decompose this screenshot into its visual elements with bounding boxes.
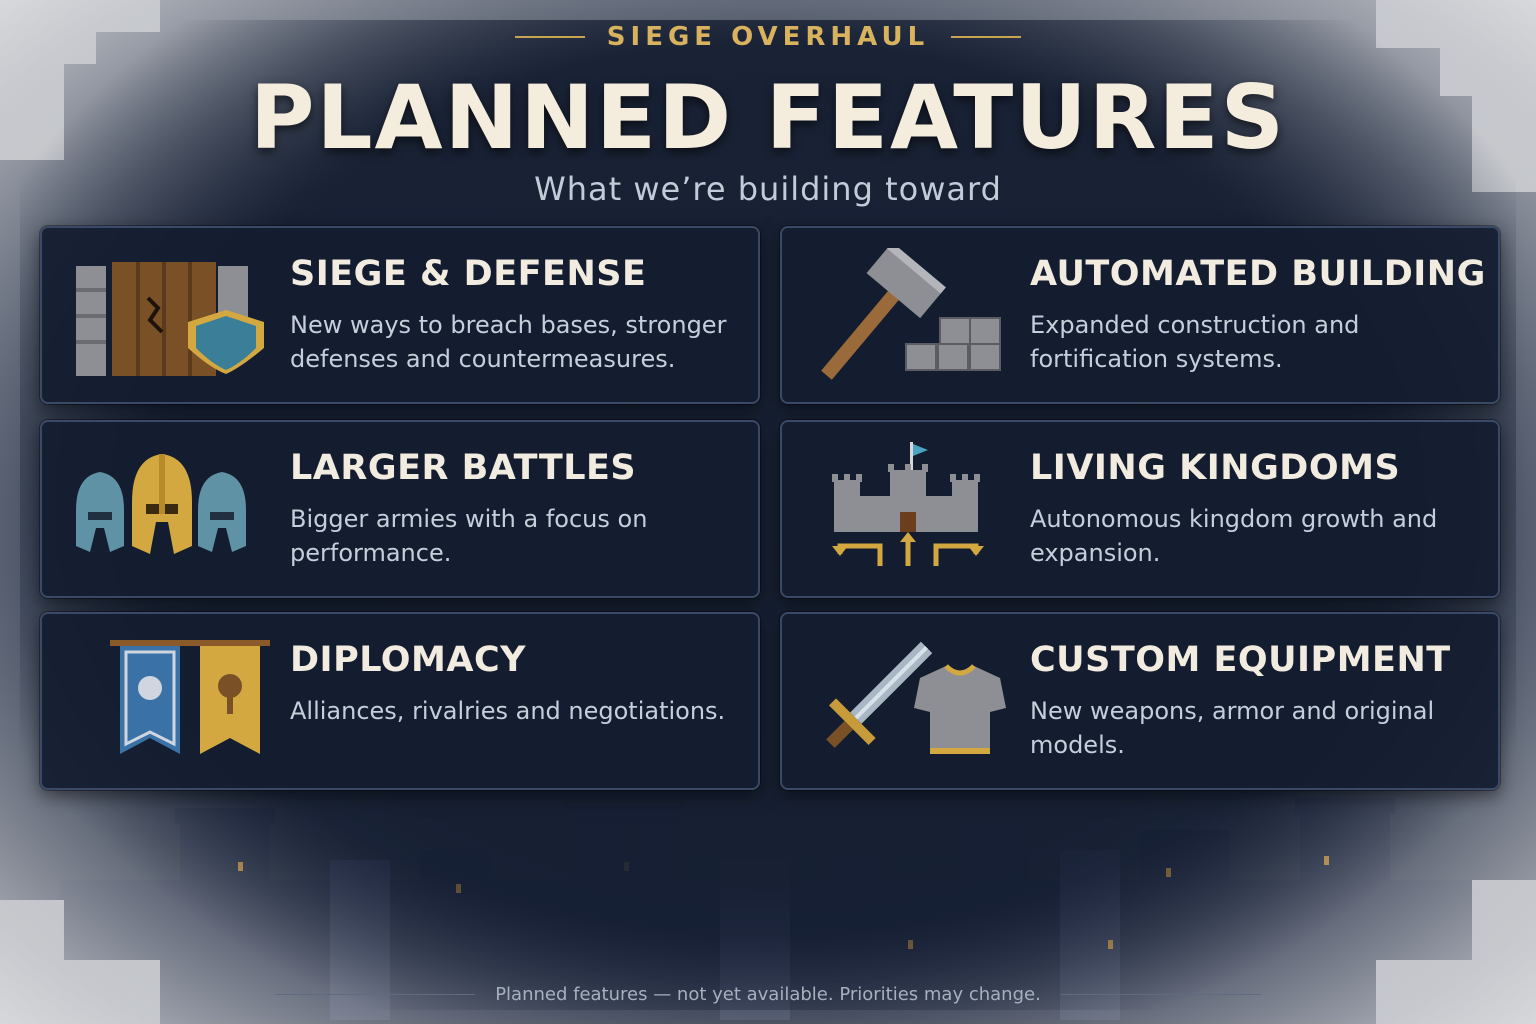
- header: SIEGE OVERHAUL PLANNED FEATURES What we’…: [0, 0, 1536, 220]
- gate-shield-icon: [76, 262, 264, 376]
- feature-description: New weapons, armor and original models.: [1030, 697, 1435, 759]
- sword-armor-icon: [826, 641, 1006, 754]
- feature-card-siege-defense: SIEGE & DEFENSE New ways to breach bases…: [40, 226, 760, 404]
- eyebrow-row: SIEGE OVERHAUL: [0, 22, 1536, 52]
- footer-note: Planned features — not yet available. Pr…: [495, 983, 1041, 1005]
- eyebrow-label: SIEGE OVERHAUL: [606, 22, 930, 52]
- banners-icon: [110, 640, 270, 754]
- eyebrow-divider-left: [514, 36, 585, 38]
- feature-description: New ways to breach bases, stronger defen…: [290, 311, 727, 373]
- hammer-blocks-icon: [821, 248, 1001, 380]
- feature-card-living-kingdoms: LIVING KINGDOMS Autonomous kingdom growt…: [780, 420, 1500, 598]
- helmets-icon: [76, 454, 246, 554]
- feature-card-larger-battles: LARGER BATTLES Bigger armies with a focu…: [40, 420, 760, 598]
- feature-description: Expanded construction and fortification …: [1030, 311, 1360, 373]
- feature-title: DIPLOMACY: [290, 640, 526, 680]
- footer: Planned features — not yet available. Pr…: [0, 976, 1536, 1012]
- feature-title: LIVING KINGDOMS: [1030, 448, 1401, 488]
- feature-description: Autonomous kingdom growth and expansion.: [1030, 505, 1438, 567]
- feature-card-custom-equipment: CUSTOM EQUIPMENT New weapons, armor and …: [780, 612, 1500, 790]
- footer-divider-left: [275, 993, 476, 995]
- page-title: PLANNED FEATURES: [249, 66, 1286, 169]
- feature-title: AUTOMATED BUILDING: [1030, 254, 1486, 294]
- feature-card-automated-building: AUTOMATED BUILDING Expanded construction…: [780, 226, 1500, 404]
- feature-description: Bigger armies with a focus on performanc…: [290, 505, 648, 567]
- footer-divider-right: [1060, 993, 1261, 995]
- feature-title: SIEGE & DEFENSE: [290, 254, 647, 294]
- feature-description: Alliances, rivalries and negotiations.: [290, 697, 726, 725]
- feature-card-diplomacy: DIPLOMACY Alliances, rivalries and negot…: [40, 612, 760, 790]
- feature-title: LARGER BATTLES: [290, 448, 637, 488]
- castle-arrows-icon: [832, 442, 984, 566]
- page-subtitle: What we’re building toward: [534, 170, 1002, 208]
- eyebrow-divider-right: [951, 36, 1022, 38]
- feature-title: CUSTOM EQUIPMENT: [1030, 640, 1451, 680]
